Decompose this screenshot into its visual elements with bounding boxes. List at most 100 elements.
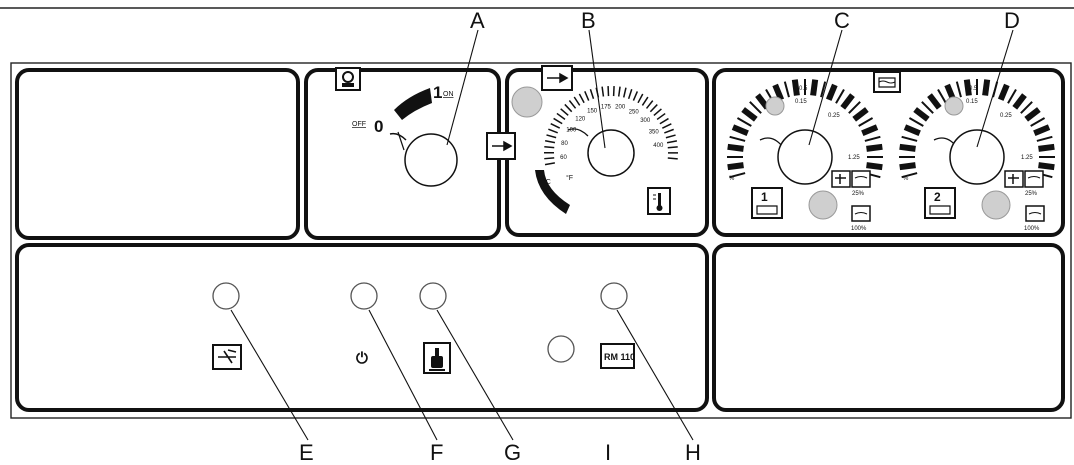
off-label: OFF: [352, 121, 366, 128]
on-range-arc: [394, 88, 432, 120]
scale-tick: [550, 123, 561, 129]
temperature-tick-label: 400: [653, 143, 664, 149]
scale-tick: [927, 93, 942, 110]
scale-tick: [659, 117, 669, 125]
callout-h: H: [685, 440, 701, 465]
lamp-e: [212, 282, 240, 310]
scale-tick: [544, 162, 555, 166]
scale-tick: [544, 157, 555, 160]
scale-tick: [645, 100, 654, 109]
lamp-g: [419, 282, 447, 310]
scale-tick: [727, 162, 744, 171]
scale-tick: [858, 117, 874, 127]
indicator-lamp-temp: [511, 86, 543, 118]
temperature-tick-label: 120: [575, 116, 586, 122]
callout-i: I: [605, 440, 611, 465]
gauge-d-unit: %: [903, 176, 909, 182]
gauge-d-100-percent: 100%: [1024, 226, 1040, 232]
scale-tick: [903, 124, 921, 137]
scale-tick: [825, 83, 838, 101]
switch-panel: [304, 68, 501, 240]
start-icon: [335, 67, 361, 91]
scale-tick: [921, 101, 934, 114]
gauge-c-100-percent: 100%: [851, 226, 867, 232]
scale-tick: [584, 91, 590, 101]
scale-tick: [1036, 135, 1053, 142]
scale-tick: [955, 81, 962, 98]
gauge-c-tick-label: 0.25: [828, 113, 840, 119]
gauge-panel: [712, 68, 1065, 237]
callout-e: E: [299, 440, 314, 465]
scale-tick: [656, 112, 666, 121]
scale-tick: [866, 143, 883, 152]
tank-button-2[interactable]: 2: [924, 187, 956, 219]
scale-tick: [913, 107, 930, 122]
scale-tick: [899, 162, 916, 171]
scale-tick: [667, 146, 678, 149]
temperature-tick-label: 175: [601, 104, 612, 110]
scale-tick: [553, 117, 563, 125]
callout-b: B: [581, 8, 596, 33]
on-label: ON: [443, 91, 454, 98]
gauge-d-tick-label: 0.25: [1000, 113, 1012, 119]
scale-tick: [982, 79, 991, 96]
gauge-d-tick-label: 0.5: [969, 86, 978, 92]
scale-tick: [840, 93, 855, 110]
scale-tick: [861, 124, 879, 137]
callout-a: A: [470, 8, 485, 33]
tank-icon: [851, 205, 871, 222]
scale-tick: [864, 135, 881, 142]
scale-tick: [741, 107, 758, 122]
main-switch-knob[interactable]: [404, 133, 458, 187]
scale-tick: [641, 96, 649, 106]
rm-110-button[interactable]: RM 110: [600, 343, 635, 369]
temperature-tick-label: 60: [560, 155, 567, 161]
scale-tick: [627, 89, 633, 100]
scale-tick: [632, 91, 639, 101]
scale-tick: [1007, 88, 1017, 104]
celsius-band: [535, 170, 570, 214]
gauge-c-25-percent: 25%: [852, 191, 865, 197]
indicator-lamp-c: [808, 190, 838, 220]
scale-tick: [544, 140, 556, 144]
scale-tick: [649, 104, 658, 113]
scale-tick: [667, 157, 678, 160]
switch-lever: [389, 132, 407, 141]
scale-tick: [820, 81, 827, 98]
scale-tick: [1038, 143, 1055, 152]
scale-tick: [727, 143, 744, 152]
scale-tick: [901, 135, 918, 142]
callout-d: D: [1004, 8, 1020, 33]
temperature-knob[interactable]: [587, 129, 635, 177]
scale-tick: [665, 134, 676, 139]
gauge-d-tick-label: 1.25: [1021, 155, 1033, 161]
thermometer-icon: [647, 187, 671, 215]
callout-g: G: [504, 440, 521, 465]
power-symbol: ⏻: [356, 350, 368, 367]
scale-tick: [901, 172, 918, 179]
scale-tick: [1030, 117, 1046, 127]
scale-tick: [560, 108, 569, 116]
scale-tick: [899, 143, 916, 152]
gauge-d-scale: [899, 79, 1055, 179]
on-digit: 1: [433, 83, 442, 102]
callout-leaders: [230, 29, 1014, 441]
arrow-right-icon: [486, 132, 516, 160]
lamp-f: [350, 282, 378, 310]
celsius-unit: °C: [543, 178, 551, 186]
gauge-c-knob[interactable]: [777, 129, 833, 185]
fahrenheit-unit: °F: [566, 174, 573, 182]
gauge-c-unit: %: [729, 176, 735, 182]
off-digit: 0: [374, 117, 383, 136]
tank-button-1[interactable]: 1: [751, 187, 783, 219]
scale-tick: [601, 86, 605, 97]
scale-tick: [564, 103, 573, 113]
callout-f: F: [430, 440, 443, 465]
temp-pointer-base: [567, 128, 589, 137]
indicator-lamp-d: [981, 190, 1011, 220]
gauge-c-tick-label: 0.5: [799, 86, 808, 92]
scale-tick: [556, 112, 566, 120]
scale-tick: [1020, 101, 1033, 114]
switch-lever-edge: [397, 131, 405, 151]
gauge-d-knob[interactable]: [949, 129, 1005, 185]
